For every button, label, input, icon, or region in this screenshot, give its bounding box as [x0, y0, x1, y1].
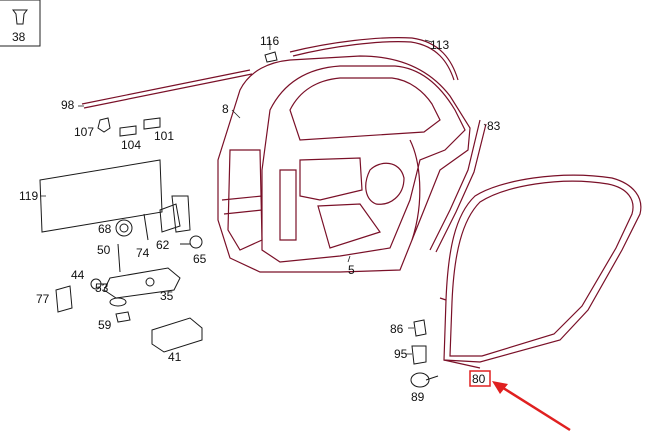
callout-77[interactable]: 77 — [36, 292, 50, 306]
callout-74[interactable]: 74 — [136, 246, 150, 260]
callout-68[interactable]: 68 — [98, 222, 112, 236]
callout-89[interactable]: 89 — [411, 390, 425, 404]
washer-53[interactable] — [109, 297, 127, 307]
callout-62[interactable]: 62 — [156, 238, 170, 252]
insulation-mat-119[interactable] — [39, 159, 163, 233]
callout-86[interactable]: 86 — [390, 322, 404, 336]
clip-101[interactable] — [143, 117, 161, 130]
callout-107[interactable]: 107 — [74, 125, 94, 139]
guide-rail-83[interactable] — [429, 119, 487, 253]
door-seal-80[interactable] — [439, 174, 642, 369]
door-inner-frame-5[interactable] — [261, 65, 466, 263]
door-outer-panel-8[interactable] — [217, 55, 471, 273]
clip-116[interactable] — [264, 40, 278, 63]
clip-icon — [12, 9, 28, 25]
bracket-77[interactable] — [55, 285, 73, 313]
callout-5[interactable]: 5 — [348, 263, 355, 277]
bushing-68[interactable] — [115, 219, 133, 237]
clip-59[interactable] — [115, 311, 131, 323]
callout-113[interactable]: 113 — [430, 38, 449, 52]
callout-44[interactable]: 44 — [71, 268, 85, 282]
red-pointer-arrow — [492, 381, 571, 432]
clip-89[interactable] — [410, 372, 439, 388]
clip-107[interactable] — [97, 117, 111, 133]
clip-104[interactable] — [119, 125, 137, 137]
legend-box-label: 38 — [12, 30, 26, 44]
callout-59[interactable]: 59 — [98, 318, 112, 332]
highlighted-callout-80[interactable]: 80 — [469, 370, 491, 387]
legend-box-38[interactable]: 38 — [0, 0, 41, 47]
hinge-62[interactable] — [159, 195, 191, 233]
callout-41[interactable]: 41 — [168, 350, 182, 364]
pin-74[interactable] — [143, 213, 149, 241]
callout-98[interactable]: 98 — [61, 98, 75, 112]
callout-104[interactable]: 104 — [121, 138, 141, 152]
pin-50[interactable] — [117, 243, 121, 273]
callout-8[interactable]: 8 — [222, 102, 229, 116]
screw-44[interactable] — [90, 278, 108, 290]
callout-83[interactable]: 83 — [487, 119, 501, 133]
callout-50[interactable]: 50 — [97, 243, 111, 257]
callout-53[interactable]: 53 — [95, 281, 109, 295]
callout-95[interactable]: 95 — [394, 347, 408, 361]
callout-119[interactable]: 119 — [19, 189, 38, 203]
callout-101[interactable]: 101 — [154, 129, 174, 143]
highlight-box — [469, 370, 491, 387]
window-channel-113[interactable] — [289, 37, 459, 81]
clip-86[interactable] — [408, 319, 427, 337]
bolt-65[interactable] — [180, 235, 203, 249]
trim-strip-98[interactable] — [81, 69, 251, 105]
callout-65[interactable]: 65 — [193, 252, 207, 266]
cap-41[interactable] — [151, 317, 203, 353]
clip-95[interactable] — [406, 345, 427, 365]
callout-116[interactable]: 116 — [260, 34, 279, 48]
callout-35[interactable]: 35 — [160, 289, 174, 303]
callout-80: 80 — [472, 372, 486, 386]
check-strap-35[interactable] — [103, 267, 181, 299]
